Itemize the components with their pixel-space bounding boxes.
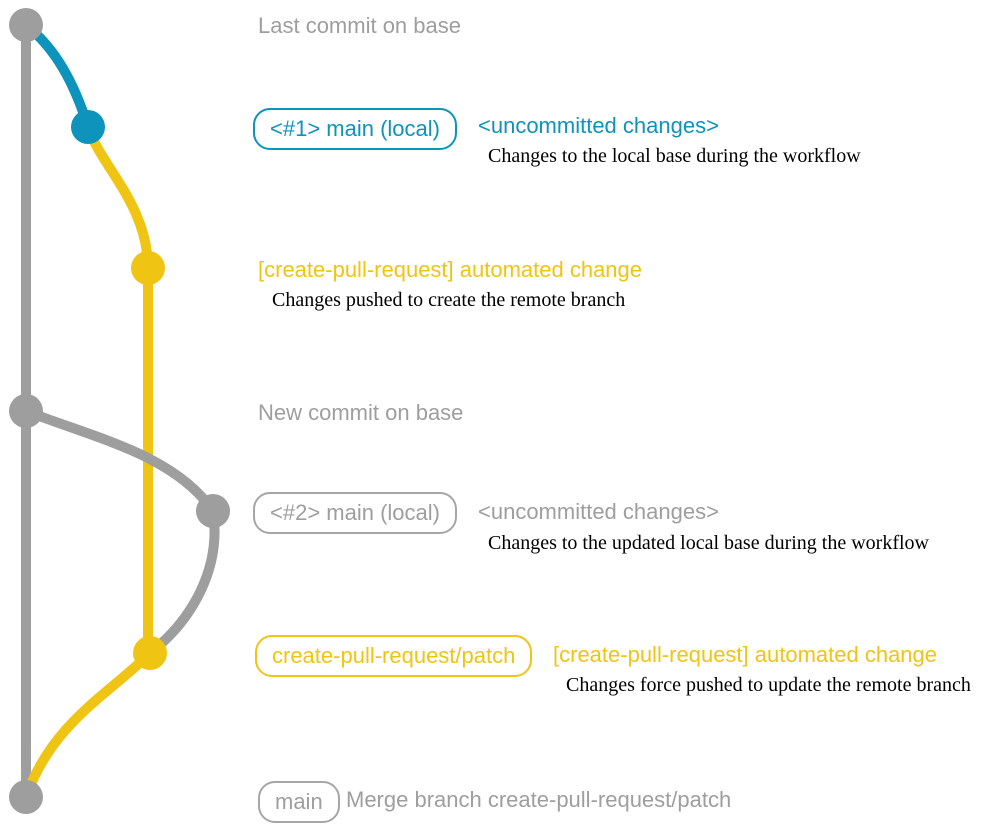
- uncommitted-changes-2-description: Changes to the updated local base during…: [488, 532, 929, 554]
- uncommitted-changes-1-description: Changes to the local base during the wor…: [488, 145, 861, 167]
- uncommitted-changes-1-title: <uncommitted changes>: [478, 113, 719, 138]
- uncommitted-changes-2-title: <uncommitted changes>: [478, 499, 719, 524]
- local-branch-2-curve: [24, 406, 218, 514]
- branch-badge-main-local-2: <#2> main (local): [253, 492, 457, 534]
- commit-dot-last-commit-on-base: [9, 8, 43, 42]
- local-branch-1-curve: [22, 21, 93, 129]
- last-commit-on-base-label: Last commit on base: [258, 13, 461, 38]
- commit-dot-local-2: [196, 494, 230, 528]
- branch-badge-create-pull-request-patch: create-pull-request/patch: [255, 635, 533, 677]
- new-commit-on-base-label: New commit on base: [258, 400, 464, 425]
- commit-dot-remote-1: [131, 251, 165, 285]
- force-push-curve: [146, 510, 220, 657]
- commit-dot-local-1: [71, 110, 105, 144]
- commit-dot-merge: [9, 780, 43, 814]
- commit-dot-new-commit-on-base: [9, 394, 43, 428]
- automated-change-1-title: [create-pull-request] automated change: [258, 257, 643, 282]
- branch-badge-main: main: [258, 781, 340, 823]
- branch-badge-main-local-1: <#1> main (local): [253, 108, 457, 150]
- automated-change-2-description: Changes force pushed to update the remot…: [566, 674, 971, 696]
- automated-change-1-description: Changes pushed to create the remote bran…: [272, 289, 626, 311]
- commit-dot-remote-2: [133, 636, 167, 670]
- merge-commit-title: Merge branch create-pull-request/patch: [346, 787, 732, 812]
- remote-branch-curve-1: [83, 125, 153, 269]
- merge-curve: [21, 649, 154, 799]
- automated-change-2-title: [create-pull-request] automated change: [553, 642, 938, 667]
